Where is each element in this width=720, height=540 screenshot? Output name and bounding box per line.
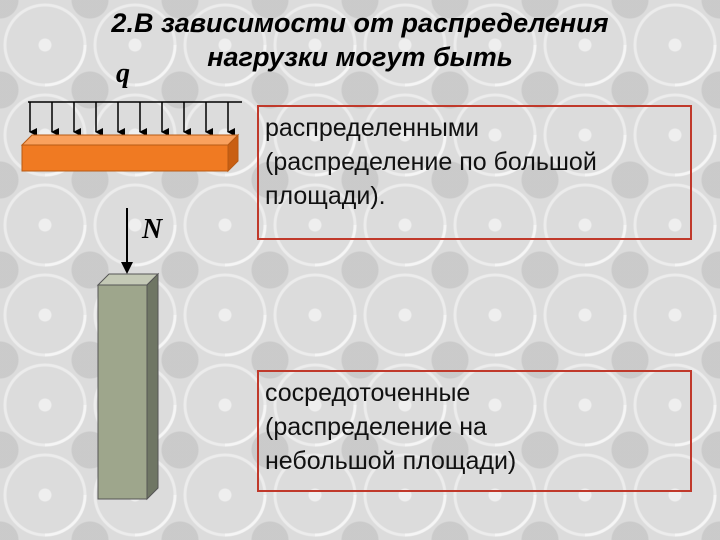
beam xyxy=(20,133,240,173)
concentrated-line-3: небольшой площади) xyxy=(265,447,517,475)
title-line-1: 2.В зависимости от распределения xyxy=(111,8,609,38)
concentrated-textbox: сосредоточенные (распределение на неболь… xyxy=(257,370,692,492)
title-line-2: нагрузки могут быть xyxy=(207,42,513,72)
concentrated-line-1: сосредоточенные xyxy=(265,379,471,407)
n-label: N xyxy=(142,214,163,245)
distributed-line-3: площади). xyxy=(265,182,386,210)
distributed-load-arrows xyxy=(28,101,242,136)
concentrated-force-arrow xyxy=(121,208,133,274)
distributed-textbox: распределенными (распределение по большо… xyxy=(257,105,692,240)
concentrated-line-2: (распределение на xyxy=(265,413,487,441)
column xyxy=(96,272,160,501)
slide-title: 2.В зависимости от распределения нагрузк… xyxy=(40,6,680,74)
q-label: q xyxy=(116,58,130,89)
distributed-line-1: распределенными xyxy=(265,114,479,142)
distributed-line-2: (распределение по большой xyxy=(265,148,597,176)
